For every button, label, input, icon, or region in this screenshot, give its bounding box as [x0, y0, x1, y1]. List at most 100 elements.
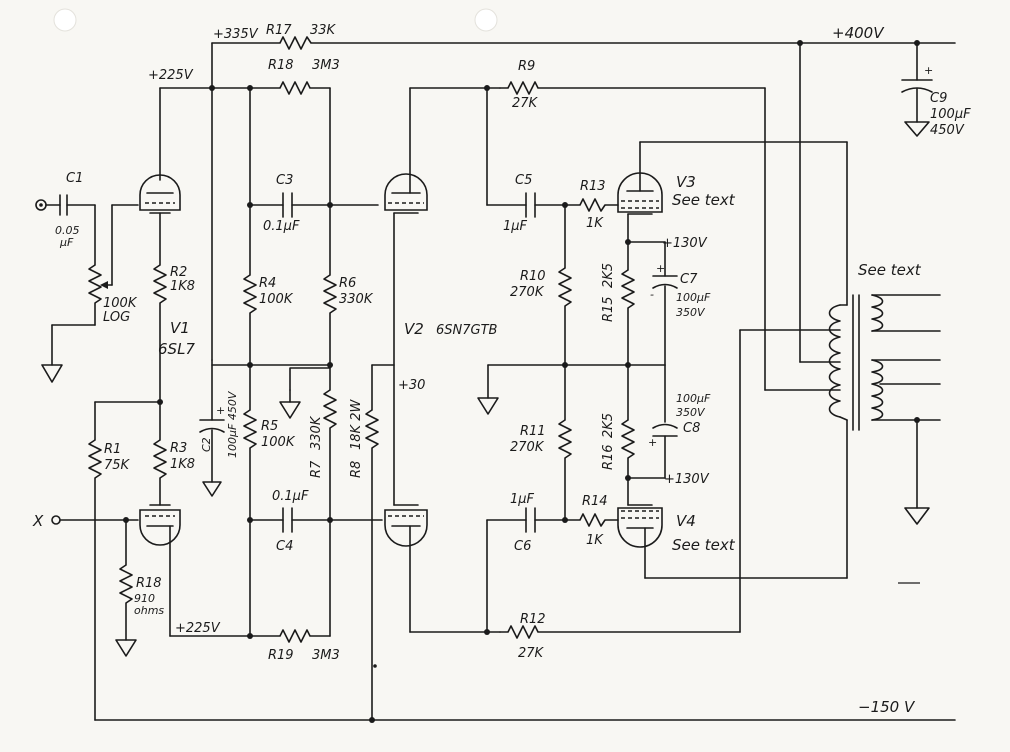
input-x-label: X [32, 512, 44, 530]
r18-ref: R18 [268, 58, 294, 73]
rail-30-label: +30 [398, 378, 425, 393]
rail-225v-bottom [169, 629, 331, 643]
rail-335v-label: +335V [213, 27, 259, 42]
r18b-unit: ohms [134, 604, 164, 617]
rail-130v-top-label: +130V [662, 236, 708, 251]
v2-lower-triode [384, 504, 501, 633]
c5-ref: C5 [515, 173, 532, 188]
r13-ref: R13 [580, 179, 606, 194]
v2-type: 6SN7GTB [436, 323, 498, 338]
r12-resistor [507, 625, 539, 639]
c1-ref: C1 [66, 171, 83, 186]
r9-value: 27K [512, 96, 539, 111]
rail-130v-bottom-label: +130V [664, 472, 710, 487]
output-transformer [828, 294, 941, 525]
r5-ref: R5 [261, 419, 278, 434]
r4-resistor [243, 274, 257, 314]
r13-value: 1K [586, 216, 604, 231]
c5-value: 1µF [503, 219, 528, 234]
c1-value: 0.05 [55, 224, 80, 237]
r2-resistor [153, 264, 167, 304]
rail-225v-top-label: +225V [148, 68, 194, 83]
svg-text:+: + [656, 262, 665, 275]
r15-resistor [621, 269, 635, 309]
r19-value: 3M3 [312, 648, 340, 663]
v3-note: See text [672, 191, 736, 209]
v4-tube [617, 419, 848, 579]
r18b-value: 910 [134, 592, 155, 605]
c7-capacitor: + - [650, 241, 678, 366]
pot-taper: LOG [103, 310, 130, 325]
rail-225v-bottom-label: +225V [175, 621, 221, 636]
r16-resistor [621, 419, 635, 459]
r9-resistor [507, 81, 539, 95]
rail-neg150v-label: −150 V [858, 698, 916, 716]
r11-resistor [558, 419, 572, 459]
v3-ref: V3 [676, 173, 696, 191]
c1-unit: µF [59, 236, 74, 249]
c4-ref: C4 [276, 539, 293, 554]
r2-ref: R2 [170, 265, 187, 280]
r8-value: 18K 2W [349, 399, 364, 450]
c3-value: 0.1µF [263, 219, 300, 234]
c9-volt: 450V [930, 123, 965, 138]
rail-400v: +400V +335V [211, 24, 956, 50]
c2-capacitor: + [199, 359, 331, 497]
r3-resistor [153, 439, 167, 479]
c3-capacitor [249, 192, 379, 218]
r4-ref: R4 [259, 276, 276, 291]
r5-resistor [243, 409, 257, 449]
v2-ref: V2 [404, 320, 424, 338]
r11-value: 270K [510, 440, 545, 455]
r6-ref: R6 [339, 276, 356, 291]
r14-resistor [579, 513, 606, 527]
r12-ref: R12 [520, 612, 546, 627]
binder-hole-left [53, 8, 77, 32]
c2-value: 100µF 450V [226, 390, 239, 458]
c9-ref: C9 [930, 91, 947, 106]
c8-capacitor: + [648, 364, 678, 479]
r2-value: 1K8 [170, 279, 195, 294]
r16-value: 2K5 [601, 413, 616, 438]
r17-ref: R17 [266, 23, 292, 38]
r5-value: 100K [261, 435, 296, 450]
v4-ref: V4 [676, 512, 696, 530]
r14-value: 1K [586, 533, 604, 548]
r7-ref: R7 [309, 460, 324, 478]
r15-ref: R15 [601, 296, 616, 322]
ground-v2 [279, 401, 301, 419]
r7-resistor [323, 389, 337, 429]
c4-value: 0.1µF [272, 489, 309, 504]
input-x [51, 515, 139, 657]
c7-volt: 350V [676, 306, 706, 319]
r18-value: 3M3 [312, 58, 340, 73]
c8-ref: C8 [683, 421, 700, 436]
c8-value: 100µF [676, 392, 711, 405]
r17-value: 33K [310, 23, 337, 38]
input-jack [35, 194, 96, 266]
r16-ref: R16 [601, 444, 616, 470]
r19-ref: R19 [268, 648, 294, 663]
rail-400v-label: +400V [832, 24, 885, 42]
r15-value: 2K5 [601, 263, 616, 288]
svg-text:+: + [924, 64, 933, 77]
v1-lower-triode [139, 504, 181, 637]
r9-ref: R9 [518, 59, 535, 74]
svg-text:+: + [648, 436, 657, 449]
volume-pot [41, 204, 139, 383]
r3-ref: R3 [170, 441, 187, 456]
v1-upper-triode [139, 174, 181, 266]
ground-output [477, 397, 499, 415]
r13-resistor [579, 198, 606, 212]
r10-ref: R10 [520, 269, 546, 284]
r1-value: 75K [104, 458, 131, 473]
r6-value: 330K [339, 292, 374, 307]
svg-text:+: + [216, 404, 225, 417]
r7-value: 330K [309, 415, 324, 450]
r10-value: 270K [510, 285, 545, 300]
c7-ref: C7 [680, 272, 698, 287]
svg-text:-: - [650, 288, 654, 301]
r3-value: 1K8 [170, 457, 195, 472]
